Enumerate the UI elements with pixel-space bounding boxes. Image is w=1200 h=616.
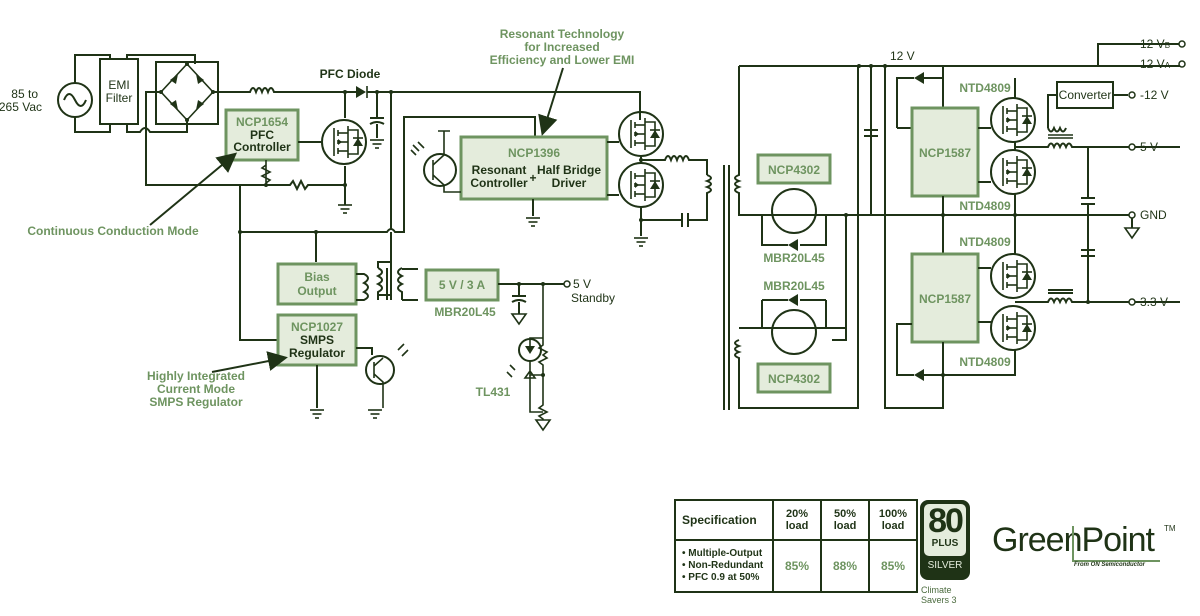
smps-regulator-block (276, 313, 358, 367)
bias-output-label-2: Output (297, 284, 336, 298)
converter-label: Converter (1059, 88, 1112, 102)
ntd-label-1: NTD4809 (959, 81, 1011, 95)
emi-filter-label-2: Filter (106, 91, 133, 105)
80-plus-silver-badge: 80 PLUS SILVER (920, 500, 970, 580)
efficiency-50: 88% (820, 539, 870, 593)
resonant-controller-label: Resonant (472, 163, 527, 177)
smps-regulator-label-2: Regulator (289, 346, 345, 360)
sync-rectifier-part-bottom: NCP4302 (768, 372, 820, 386)
ccm-callout: Continuous Conduction Mode (27, 224, 199, 238)
col-20-load: 20%load (772, 499, 822, 541)
mbr-label-bottom: MBR20L45 (763, 279, 825, 293)
half-bridge-low-mosfet-icon (618, 162, 664, 208)
badge-tier: SILVER (927, 560, 963, 571)
buck-controller-part-top: NCP1587 (919, 146, 971, 160)
efficiency-spec-table: Specification 20%load 50%load 100%load •… (674, 499, 918, 593)
resonant-controller-label-2: Controller (470, 176, 528, 190)
smps-callout-arrow (211, 351, 288, 373)
badge-plus: PLUS (931, 538, 959, 549)
efficiency-20: 85% (772, 539, 822, 593)
resonant-controller-block (459, 135, 609, 201)
sync-rectifier-part-top: NCP4302 (768, 163, 820, 177)
pfc-diode-label: PFC Diode (320, 67, 381, 81)
bias-output-label: Bias (304, 270, 330, 284)
mbr-label-top: MBR20L45 (763, 251, 825, 265)
spec-header: Specification (674, 499, 774, 541)
ntd-label-2: NTD4809 (959, 199, 1011, 213)
sync-rectifier-controller-bottom (756, 362, 832, 394)
buck-controller-top (910, 106, 980, 198)
pfc-diode-icon (356, 86, 366, 98)
output-gnd: GND (1140, 208, 1167, 222)
pfc-mosfet-icon (321, 119, 367, 165)
climate-savers-caption: Climate Savers 3 (921, 585, 957, 605)
output-12vb: 12 VB (1140, 37, 1170, 51)
buck-bottom-low-mosfet-icon (990, 305, 1036, 351)
sync-rectifier-controller-top (756, 153, 832, 185)
efficiency-100: 85% (868, 539, 918, 593)
input-voltage-label-2: 265 Vac (0, 100, 42, 114)
ccm-callout-arrow (149, 152, 238, 226)
resonant-callout-line3: Efficiency and Lower EMI (490, 53, 635, 67)
logo-tagline: From ON Semiconductor (1074, 562, 1146, 568)
standby-block (424, 268, 500, 302)
resonant-controller-part: NCP1396 (508, 146, 560, 160)
buck-top-high-mosfet-icon (990, 97, 1036, 143)
logo-trademark: TM (1164, 524, 1176, 533)
emi-filter-label: EMI (108, 78, 129, 92)
ntd-label-3: NTD4809 (959, 235, 1011, 249)
pfc-controller-part: NCP1654 (236, 115, 288, 129)
col-100-load: 100%load (868, 499, 918, 541)
standby-block-label: 5 V / 3 A (439, 278, 486, 292)
pfc-controller-label-2: Controller (233, 140, 291, 154)
emi-filter-block (99, 58, 139, 125)
logo-frame (1072, 526, 1160, 562)
greenpoint-logo: GreenPoint TM From ON Semiconductor (992, 522, 1176, 568)
badge-number: 80 (928, 502, 964, 540)
pfc-controller-block (224, 108, 300, 162)
input-voltage-label: 85 to (11, 87, 38, 101)
rail-12v-label: 12 V (890, 49, 915, 63)
pfc-controller-label: PFC (250, 128, 274, 142)
smps-regulator-label: SMPS (300, 333, 334, 347)
buck-top-low-mosfet-icon (990, 149, 1036, 195)
optocoupler-transistor-icon (410, 130, 461, 193)
output-3v3: 3.3 V (1140, 295, 1168, 309)
bias-output-block (276, 262, 358, 306)
sync-mosfet-top-icon (771, 188, 817, 234)
sync-mosfet-bottom-icon (771, 309, 817, 355)
smps-opto-transistor-icon (365, 343, 409, 408)
output-terminals (1128, 40, 1186, 306)
output-12va: 12 VA (1140, 57, 1171, 71)
smps-regulator-part: NCP1027 (291, 320, 343, 334)
resonant-callout-arrow (538, 67, 564, 136)
smps-callout-line3: SMPS Regulator (149, 395, 243, 409)
buck-bottom-high-mosfet-icon (990, 253, 1036, 299)
standby-output-label-2: Standby (571, 291, 615, 305)
half-bridge-label-2: Driver (552, 176, 587, 190)
smps-callout-line1: Highly Integrated (147, 369, 245, 383)
tl431-label: TL431 (476, 385, 511, 399)
standby-diode-label: MBR20L45 (434, 305, 496, 319)
ac-source-icon (57, 54, 111, 133)
standby-output-label: 5 V (573, 277, 591, 291)
spec-features: • Multiple-Output • Non-Redundant • PFC … (674, 539, 774, 593)
plus-sign: + (529, 171, 536, 185)
ntd-label-4: NTD4809 (959, 355, 1011, 369)
resonant-callout-line2: for Increased (524, 40, 599, 54)
buck-controller-bottom (910, 252, 980, 344)
col-50-load: 50%load (820, 499, 870, 541)
buck-controller-part-bottom: NCP1587 (919, 292, 971, 306)
resonant-callout-line1: Resonant Technology (500, 27, 625, 41)
bridge-rectifier-icon (155, 61, 219, 125)
output-neg12v: -12 V (1140, 88, 1169, 102)
smps-callout-line2: Current Mode (157, 382, 235, 396)
output-5v: 5 V (1140, 140, 1158, 154)
half-bridge-label: Half Bridge (537, 163, 601, 177)
